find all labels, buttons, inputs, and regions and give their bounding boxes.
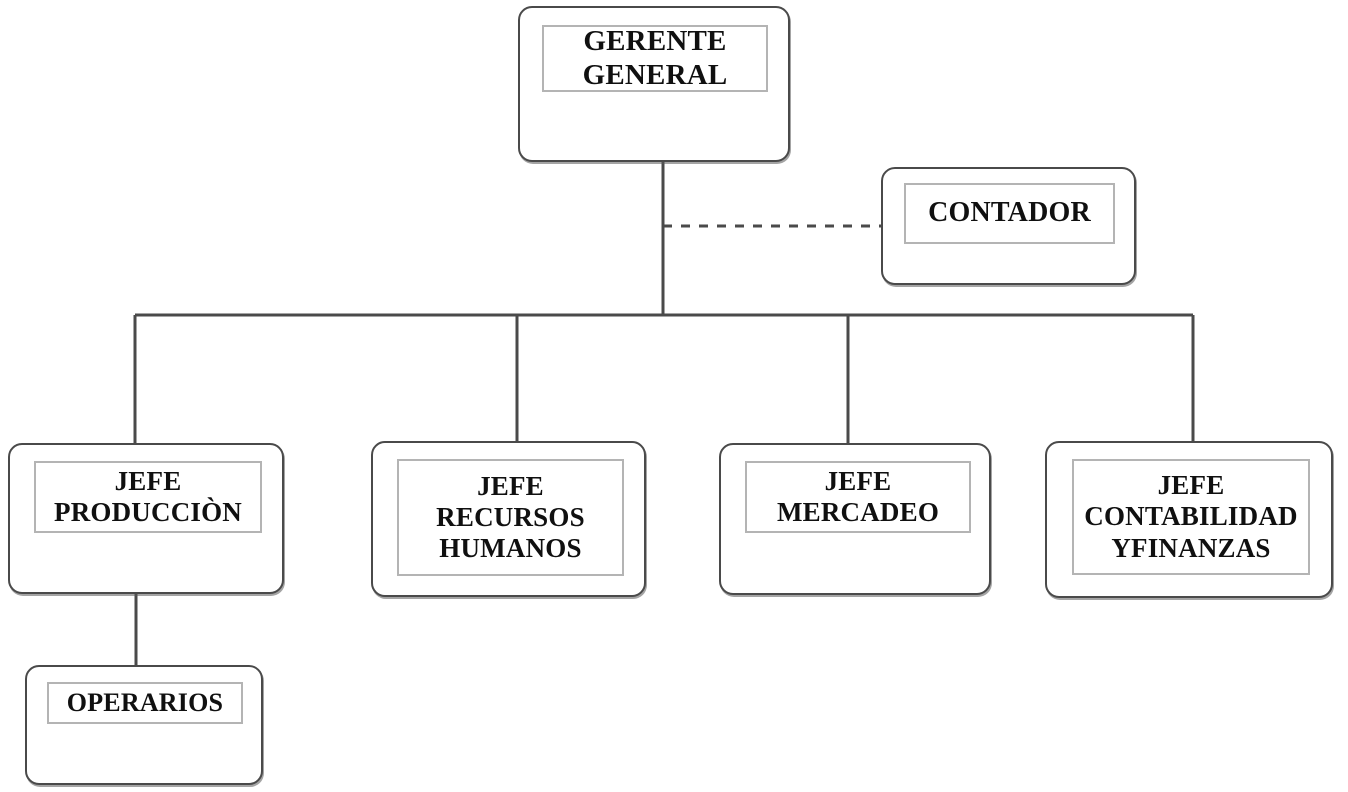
- node-jefe-mercadeo[interactable]: JEFE MERCADEO: [719, 443, 991, 595]
- node-jefe-recursos-humanos[interactable]: JEFE RECURSOS HUMANOS: [371, 441, 646, 597]
- node-jefe-recursos-humanos-label: JEFE RECURSOS HUMANOS: [436, 470, 585, 564]
- node-jefe-contabilidad-yfinanzas-inner-frame: JEFE CONTABILIDAD YFINANZAS: [1072, 459, 1310, 575]
- node-operarios-label: OPERARIOS: [66, 687, 224, 717]
- node-jefe-produccion-label: JEFE PRODUCCIÒN: [54, 465, 242, 527]
- node-gerente-general[interactable]: GERENTE GENERAL: [518, 6, 790, 162]
- node-jefe-contabilidad-yfinanzas[interactable]: JEFE CONTABILIDAD YFINANZAS: [1045, 441, 1333, 598]
- node-jefe-recursos-humanos-inner-frame: JEFE RECURSOS HUMANOS: [397, 459, 624, 576]
- node-jefe-mercadeo-inner-frame: JEFE MERCADEO: [745, 461, 971, 533]
- node-gerente-general-inner-frame: GERENTE GENERAL: [542, 25, 768, 92]
- node-jefe-produccion[interactable]: JEFE PRODUCCIÒN: [8, 443, 284, 594]
- node-contador-label: CONTADOR: [928, 197, 1091, 229]
- node-contador-inner-frame: CONTADOR: [904, 183, 1115, 244]
- node-contador[interactable]: CONTADOR: [881, 167, 1136, 285]
- node-jefe-mercadeo-label: JEFE MERCADEO: [776, 465, 940, 527]
- node-jefe-contabilidad-yfinanzas-label: JEFE CONTABILIDAD YFINANZAS: [1084, 470, 1298, 563]
- node-operarios-inner-frame: OPERARIOS: [47, 682, 243, 724]
- node-gerente-general-label: GERENTE GENERAL: [582, 24, 728, 91]
- node-jefe-produccion-inner-frame: JEFE PRODUCCIÒN: [34, 461, 262, 533]
- node-operarios[interactable]: OPERARIOS: [25, 665, 263, 785]
